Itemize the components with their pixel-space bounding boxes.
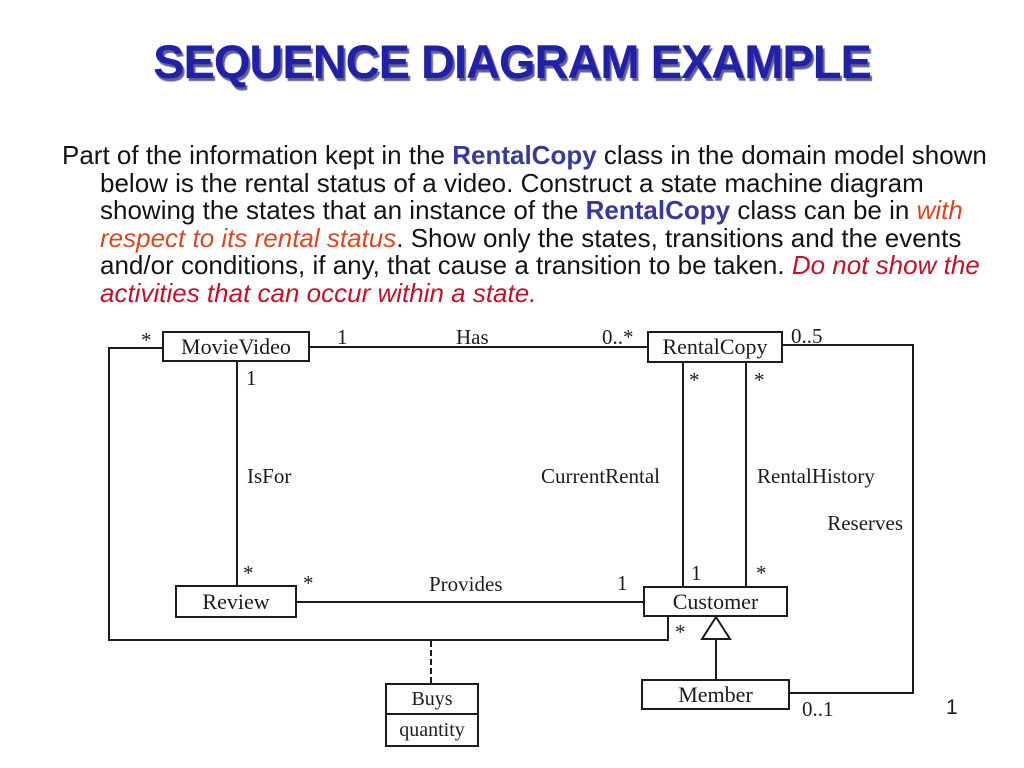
rentalhistory-association-line [745, 362, 747, 588]
mult-reserves-member: 0..1 [802, 697, 834, 721]
mult-isfor-movievideo: 1 [246, 366, 257, 390]
slide-title: SEQUENCE DIAGRAM EXAMPLE [153, 35, 872, 88]
isfor-association-line [236, 361, 238, 587]
mult-provides-review: * [303, 571, 314, 595]
mult-has-rentalcopy: 0..* [602, 325, 634, 349]
association-class-box-buys: Buys quantity [385, 683, 479, 747]
buys-association-class-dashed-link [430, 641, 432, 683]
intro-rentalcopy-ref-2: RentalCopy [585, 195, 731, 225]
provides-association-line [297, 601, 644, 603]
buys-association-line-top [108, 347, 162, 349]
mult-isfor-review: * [243, 561, 254, 585]
intro-text: . Show only the states, transitions and … [100, 222, 962, 280]
buys-association-line-riser [667, 617, 669, 641]
mult-currentrental-rentalcopy: * [689, 368, 700, 392]
class-box-member: Member [641, 679, 790, 710]
generalization-triangle-icon [700, 615, 732, 640]
class-name-review: Review [202, 588, 270, 614]
assoc-label-provides: Provides [429, 572, 503, 596]
assoc-label-isfor: IsFor [247, 464, 292, 488]
reserves-association-line-right [912, 344, 914, 694]
mult-rentalhistory-customer: * [756, 561, 767, 585]
class-name-customer: Customer [672, 588, 759, 614]
intro-paragraph: Part of the information kept in the Rent… [62, 140, 1012, 308]
attribute-quantity: quantity [399, 718, 465, 741]
class-box-customer: Customer [643, 586, 788, 617]
association-class-buys-name-cell: Buys [387, 685, 477, 715]
association-class-buys-attribute-cell: quantity [387, 715, 477, 745]
class-box-movievideo: MovieVideo [162, 331, 310, 362]
currentrental-association-line [682, 362, 684, 588]
class-name-rentalcopy: RentalCopy [662, 334, 768, 359]
intro-text: class can be in [730, 195, 917, 225]
mult-provides-customer: 1 [617, 571, 628, 595]
buys-association-line-left [108, 347, 110, 641]
has-association-line [310, 346, 647, 348]
assoc-label-rentalhistory: RentalHistory [757, 464, 875, 488]
buys-association-line-bottom [108, 639, 669, 641]
class-name-movievideo: MovieVideo [181, 333, 291, 359]
assoc-label-reserves: Reserves [827, 511, 903, 535]
page-number: 1 [946, 696, 958, 719]
intro-emphasis-no-activities: Do not show the activities that can occu… [100, 250, 980, 308]
mult-buys-customer: * [675, 620, 686, 644]
class-box-rentalcopy: RentalCopy [647, 331, 783, 363]
mult-buys-movievideo: * [141, 328, 152, 352]
class-name-buys: Buys [411, 687, 453, 710]
assoc-label-has: Has [456, 325, 489, 349]
reserves-association-line-top [783, 344, 914, 346]
mult-has-movievideo: 1 [337, 325, 348, 349]
mult-currentrental-customer: 1 [691, 561, 702, 585]
intro-text: Part of the information kept in the [62, 140, 453, 170]
generalization-line [715, 638, 717, 680]
mult-rentalhistory-rentalcopy: * [754, 368, 765, 392]
mult-reserves-rentalcopy: 0..5 [791, 324, 823, 348]
reserves-association-line-bottom [789, 692, 914, 694]
assoc-label-currentrental: CurrentRental [541, 464, 660, 488]
intro-emphasis-rental-status: with respect to its rental status [100, 195, 963, 253]
intro-rentalcopy-ref-1: RentalCopy [452, 140, 597, 170]
class-box-review: Review [175, 585, 297, 618]
intro-text: class in the domain model shown below is… [100, 140, 987, 225]
class-name-member: Member [678, 681, 753, 707]
